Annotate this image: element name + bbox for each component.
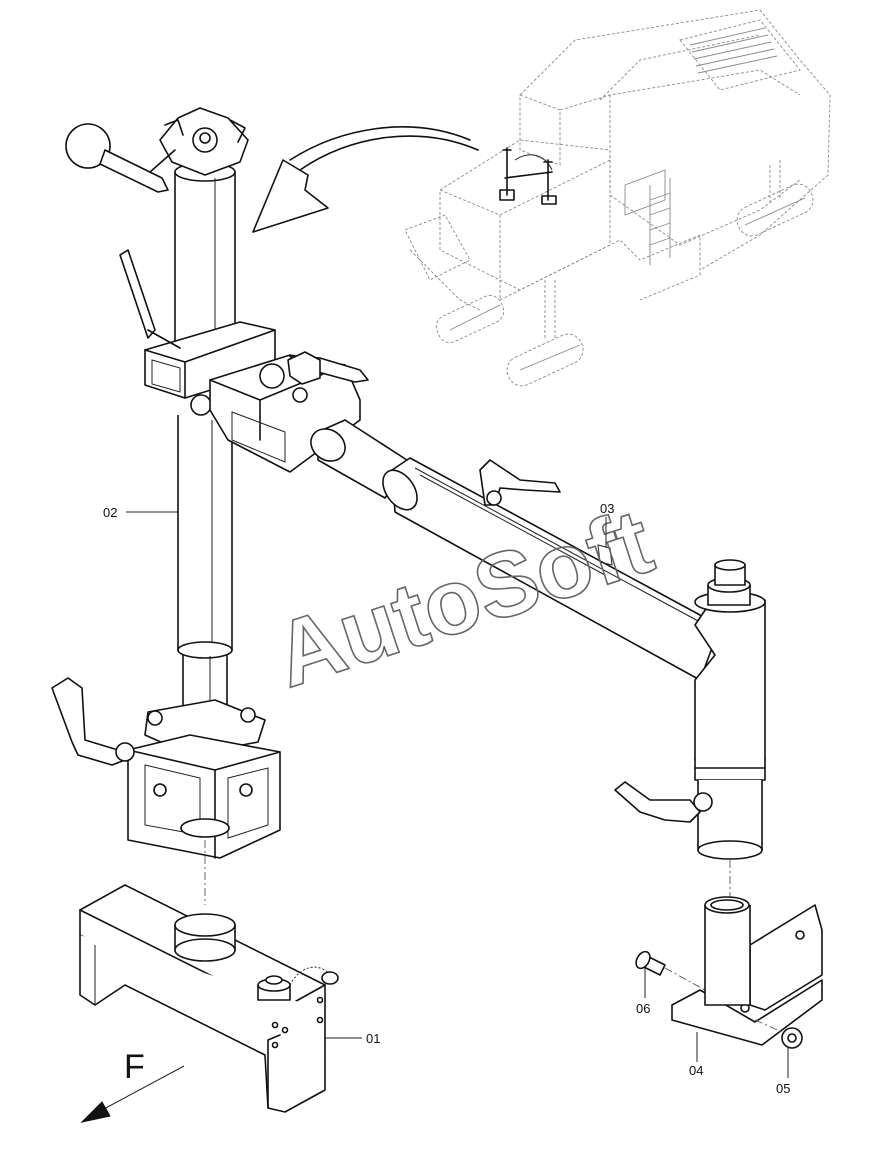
callout-05: 05 (776, 1048, 790, 1096)
callout-label-01: 01 (366, 1031, 380, 1046)
direction-marker: F (80, 1048, 185, 1123)
callout-01: 01 (325, 1031, 380, 1046)
callout-03: 03 (600, 501, 614, 548)
callout-label-02: 02 (103, 505, 117, 520)
screw-06 (635, 950, 706, 991)
direction-marker-label: F (124, 1048, 145, 1086)
callout-label-03: 03 (600, 501, 614, 516)
lower-clamp (51, 677, 281, 905)
bracket-04 (671, 896, 823, 1046)
machine-overview-ghost (404, 9, 831, 387)
horizontal-arm-03 (209, 351, 766, 905)
curved-arrow-icon (252, 126, 479, 233)
callout-label-05: 05 (776, 1081, 790, 1096)
nut-05 (754, 1019, 803, 1049)
callout-04: 04 (689, 1032, 703, 1078)
base-mount-01 (79, 884, 339, 1113)
callout-label-06: 06 (636, 1001, 650, 1016)
callout-06: 06 (636, 968, 650, 1016)
direction-arrow-icon (80, 1101, 111, 1123)
callout-label-04: 04 (689, 1063, 703, 1078)
callout-02: 02 (103, 505, 178, 520)
